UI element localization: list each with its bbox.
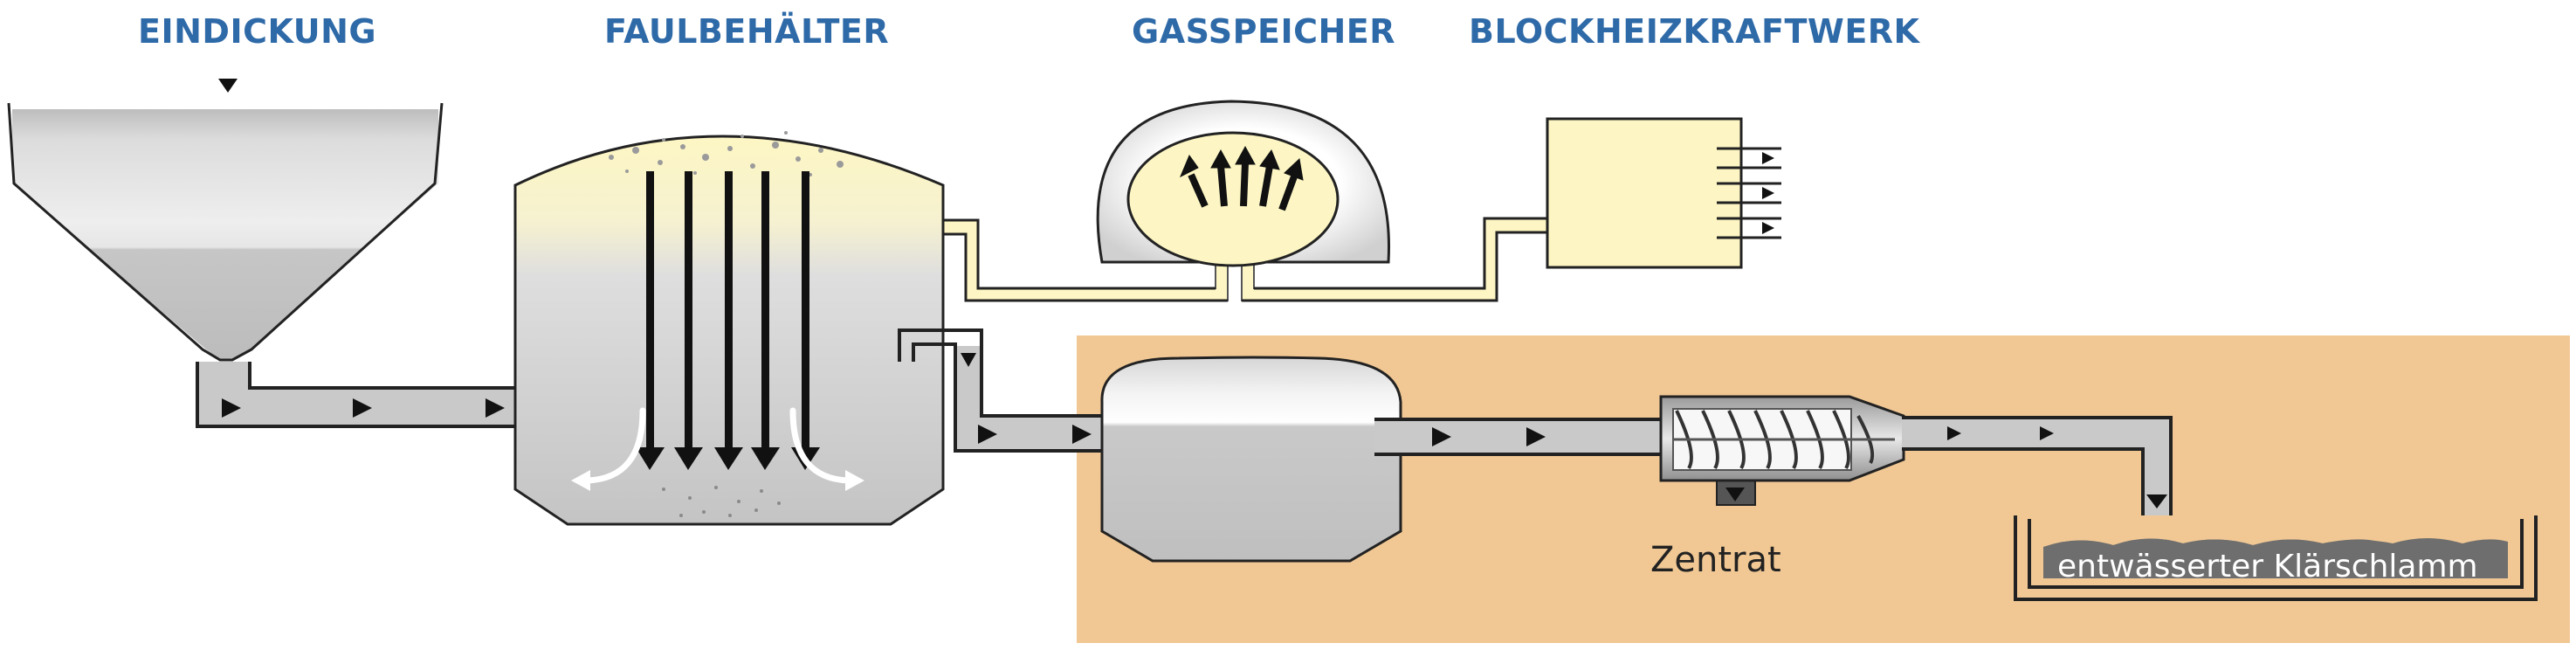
sludge-pipe-2 (898, 328, 1118, 453)
sludge-pipe-3 (1374, 418, 1663, 456)
thickener (7, 79, 444, 362)
flow-arrow-icon (486, 398, 505, 418)
sludge-pipe-1 (196, 362, 561, 428)
circulation-arrows (583, 407, 852, 484)
flow-arrow-icon (222, 398, 241, 418)
screw-conveyor (1675, 410, 1875, 470)
chp-unit (1546, 117, 1781, 269)
energy-output-arrow-icon (1762, 187, 1774, 199)
title-gasspeicher: GASSPEICHER (1132, 12, 1395, 51)
sediment (662, 486, 781, 517)
flow-arrow-icon (1072, 425, 1092, 444)
sludge-pipe-4 (1902, 416, 2173, 515)
flow-arrow-icon (978, 425, 997, 444)
buffer-tank (1100, 356, 1402, 563)
label-entwaesserter-klaerschlamm: entwässerter Klärschlamm (2057, 549, 2478, 584)
digester (513, 131, 945, 526)
energy-output-arrow-icon (1762, 152, 1774, 164)
flow-arrow-icon (2040, 426, 2054, 440)
circulation-arrow-icon (571, 470, 590, 491)
flow-arrow-icon (1432, 427, 1451, 446)
gas-up-arrows (1180, 145, 1304, 211)
title-blockheizkraftwerk: BLOCKHEIZKRAFTWERK (1469, 12, 1920, 51)
title-faulbehaelter: FAULBEHÄLTER (604, 12, 890, 51)
energy-output-arrow-icon (1762, 222, 1774, 234)
inlet-marker-icon (218, 79, 238, 93)
circulation-arrow-icon (845, 470, 864, 491)
title-eindickung: EINDICKUNG (138, 12, 377, 51)
label-zentrat: Zentrat (1650, 540, 1781, 580)
sludge-container (2014, 515, 2538, 601)
centrifuge (1659, 395, 1905, 506)
flow-arrow-icon (2146, 494, 2167, 508)
flow-arrow-icon (353, 398, 372, 418)
gas-storage (1096, 100, 1390, 267)
flow-arrow-icon (1947, 426, 1961, 440)
centrate-outlet-icon (1725, 488, 1745, 501)
gas-bubbles (609, 131, 844, 176)
flow-arrow-icon (961, 353, 976, 367)
flow-arrow-icon (1526, 427, 1546, 446)
